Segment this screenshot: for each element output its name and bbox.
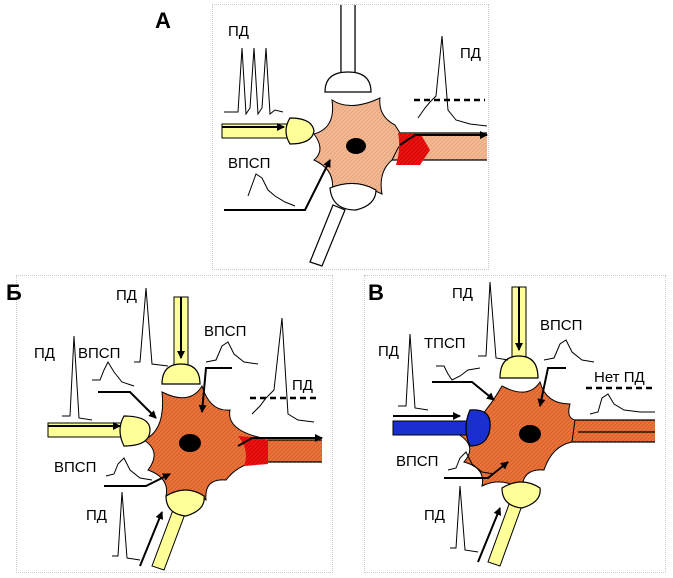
axon xyxy=(572,420,655,442)
pd-label-left: ПД xyxy=(34,345,55,362)
axon xyxy=(262,440,322,462)
pd-label-bottom: ПД xyxy=(86,507,107,524)
excitatory-synapse-bottom xyxy=(139,489,205,571)
panel-v-label: В xyxy=(368,280,384,305)
excitatory-synapse-top xyxy=(161,296,201,385)
epsp-arrow-bottom-left xyxy=(104,473,171,487)
ap-train xyxy=(224,47,284,116)
axon-hillock xyxy=(238,436,268,466)
panel-a-label: А xyxy=(155,8,171,33)
excitatory-synapse-top xyxy=(499,286,539,379)
tpsp-label: ТПСП xyxy=(424,335,466,352)
pd-label-bottom: ПД xyxy=(424,507,445,524)
epsp-arrow xyxy=(224,159,331,211)
ap-trace-left xyxy=(62,335,93,421)
vpsp-label-bottom-left: ВПСП xyxy=(396,453,438,470)
epsp-trace-top-left xyxy=(92,360,135,387)
ap-trace-bottom xyxy=(112,491,141,561)
panel-a: ПД ВПСП ПД xyxy=(221,5,488,267)
bottom-synapse xyxy=(309,182,377,267)
ipsp-trace xyxy=(436,365,481,381)
excitatory-synapse-left xyxy=(47,415,151,447)
epsp-arrow-top-left xyxy=(98,391,157,419)
nucleus xyxy=(519,425,541,443)
vpsp-label-top-right: ВПСП xyxy=(204,323,246,340)
panel-b: ПД ПД ПД ВПСП ВПСП ВПСП ПД xyxy=(34,287,323,571)
panel-b-label: Б xyxy=(6,280,22,305)
nucleus xyxy=(346,138,366,154)
nucleus xyxy=(179,434,201,452)
pd-label-left: ПД xyxy=(378,343,399,360)
ap-arrow xyxy=(237,434,323,447)
soma xyxy=(142,384,263,502)
ap-trace-output xyxy=(417,35,488,127)
pd-label-output: ПД xyxy=(460,45,481,62)
no-pd-label: Нет ПД xyxy=(594,369,645,386)
soma xyxy=(456,380,576,491)
ap-trace-left xyxy=(398,333,429,411)
subthreshold-trace-output xyxy=(589,393,655,415)
epsp-arrow-bottom-left xyxy=(444,461,509,479)
top-synapse xyxy=(324,5,372,93)
pd-label-output: ПД xyxy=(292,377,313,394)
epsp-trace-bottom-left xyxy=(105,457,153,481)
pd-label: ПД xyxy=(228,23,249,40)
pd-label-top: ПД xyxy=(116,287,137,304)
vpsp-label-bottom-left: ВПСП xyxy=(54,459,96,476)
ap-trace-output xyxy=(251,317,315,423)
ap-arrow xyxy=(399,131,488,146)
vpsp-label-top-right: ВПСП xyxy=(540,317,582,334)
vpsp-label-top-left: ВПСП xyxy=(78,345,120,362)
panel-v: ПД ПД ПД ТПСП ВПСП ВПСП Нет ПД xyxy=(378,281,656,567)
excitatory-synapse-bottom xyxy=(477,481,541,567)
epsp-trace-top-right xyxy=(543,339,595,363)
ap-trace-top xyxy=(134,287,169,367)
epsp-arrow-top-right xyxy=(198,367,232,413)
inhibitory-synapse-left xyxy=(392,409,491,447)
ipsp-arrow xyxy=(432,381,495,401)
ap-trace-bottom xyxy=(450,485,479,553)
pd-label-top: ПД xyxy=(452,285,473,302)
epsp-trace-bottom-left xyxy=(447,451,495,475)
excitatory-synapse-left xyxy=(221,117,315,145)
epsp-trace xyxy=(247,173,296,207)
vpsp-label: ВПСП xyxy=(228,155,270,172)
ap-trace-top xyxy=(478,281,509,361)
epsp-trace-top-right xyxy=(205,341,259,365)
epsp-arrow-top-right xyxy=(537,367,566,407)
